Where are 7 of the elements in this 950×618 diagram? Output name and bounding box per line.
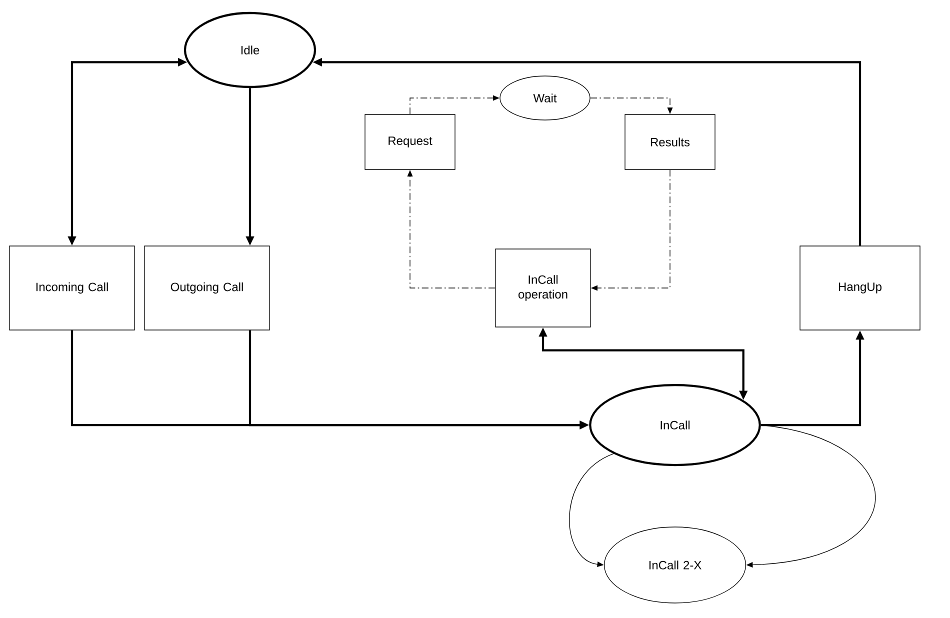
process-box: InCall operation xyxy=(495,248,591,328)
process-box: Incoming Call xyxy=(9,246,135,330)
process-box: Outgoing Call xyxy=(144,246,270,330)
process-box: HangUp xyxy=(800,246,920,330)
process-box: Request xyxy=(364,114,456,170)
arrow xyxy=(569,453,614,567)
process-box: Results xyxy=(624,114,716,170)
